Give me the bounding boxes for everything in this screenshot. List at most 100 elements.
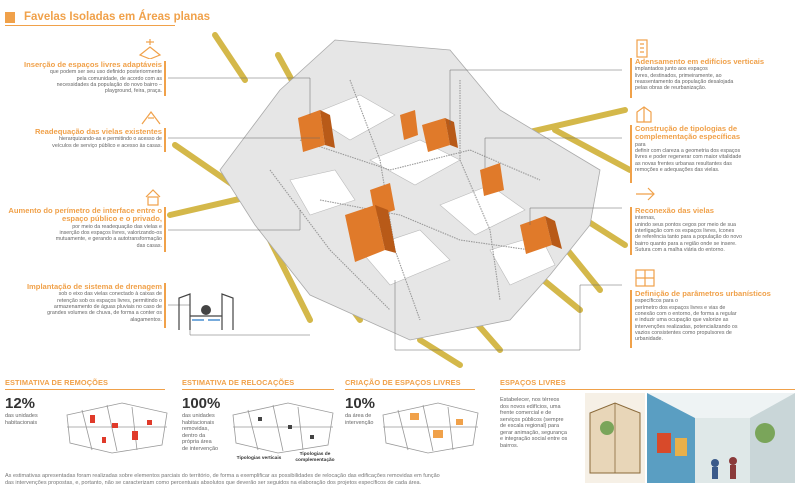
callout-title: Inserção de espaços livres adaptáveis [23, 60, 162, 69]
callout-line: alagamentos. [130, 316, 162, 323]
label-line: Tipologias de [299, 452, 331, 457]
title-row: Favelas Isoladas em Áreas planas [5, 8, 210, 26]
stat-value-relocacoes: 100% [182, 395, 221, 412]
callout-bar [630, 207, 632, 255]
callout-line: playground, feira, praça. [104, 88, 162, 95]
callout-line: reassentamento da população desalojada [635, 79, 734, 85]
callout-line: para [635, 141, 646, 148]
building-icon [636, 39, 648, 58]
callout-line: e induzir uma ocupação que valorize as [635, 317, 729, 324]
stat-line: da área de [345, 413, 372, 419]
espacos-line: Estabelecer, nos térreos [500, 397, 560, 403]
espacos-line: bairros. [500, 442, 519, 449]
callout-vielas: Readequação das vielas existentes hierar… [5, 127, 162, 149]
stat-line: intervenção [345, 419, 374, 426]
callout-line: livres, destinados, primeiramente, ao [635, 72, 722, 79]
typology-icon [636, 106, 652, 123]
callout-drenagem: Implantação de sistema de drenagem sob o… [5, 282, 162, 323]
callout-line: das casas. [136, 242, 162, 249]
stat-line: de intervenção [182, 445, 219, 452]
plan-illustration [167, 32, 630, 368]
callout-line: veículos de serviço público e acesso às … [52, 142, 162, 149]
stat-desc-remocoes: das unidades habitacionais [5, 413, 38, 426]
mini-map-espacos [382, 402, 479, 454]
callout-line: definir com clareza a geometria dos espa… [635, 148, 741, 155]
stat-line: das unidades [182, 413, 215, 419]
mini-map-remocoes [66, 402, 168, 454]
callout-line: interligação com os espaços livres, ícon… [635, 228, 735, 234]
stat-line: das unidades [5, 413, 38, 419]
callout-title: Aumento do perímetro de interface entre … [8, 206, 162, 224]
stat-value-remocoes: 12% [5, 395, 36, 412]
callout-line: mutuamente, e gerando a autotransformaçã… [55, 236, 162, 243]
stat-line: dentro da [182, 432, 206, 439]
stat-title-relocacoes: ESTIMATIVA DE RELOCAÇÕES [182, 378, 295, 387]
callout-title: Readequação das vielas existentes [34, 127, 162, 136]
car-icon [201, 305, 211, 315]
section-underline [500, 389, 795, 390]
stat-desc-relocacoes: das unidades habitacionais removidas, de… [182, 413, 218, 452]
callout-parametros: Definição de parâmetros urbanísticos esp… [635, 289, 795, 343]
stat-title-remocoes: ESTIMATIVA DE REMOÇÕES [5, 378, 109, 387]
stat-line: habitacionais [182, 419, 215, 426]
callout-line: unindo seus pontos cegos por meio de sua [635, 221, 737, 228]
espacos-title: ESPAÇOS LIVRES [500, 378, 566, 387]
callout-adensamento: Adensamento em edifícios verticais impla… [635, 57, 795, 92]
page-title: Favelas Isoladas em Áreas planas [24, 11, 211, 23]
alley-icon [141, 111, 161, 125]
callout-line: hierarquizando-as e permitindo o acesso … [58, 136, 162, 143]
callout-line: livres e poder regenerar com maior vital… [635, 154, 742, 161]
stat-line: habitacionais [5, 419, 38, 426]
espacos-line: dos novos edifícios, uma [500, 403, 561, 410]
removal-marks [90, 415, 152, 443]
stat-title-espacos: CRIAÇÃO DE ESPAÇOS LIVRES [345, 378, 461, 387]
label-tipologias-complementacao: Tipologias de complementação [290, 452, 340, 463]
title-underline [5, 25, 175, 26]
callout-line: pela comunidade, de acordo com as [76, 75, 162, 82]
callout-title: Construção de tipologias de complementaç… [635, 124, 741, 142]
callout-line: vazios consistentes como propulsores de [635, 329, 732, 336]
callout-perimetro: Aumento do perímetro de interface entre … [5, 206, 162, 249]
footnote-line: das intervenções propostas, e, portanto,… [5, 480, 422, 486]
callout-bar [630, 125, 632, 183]
plan-base [219, 39, 601, 341]
callout-espacos-livres: Inserção de espaços livres adaptáveis qu… [5, 60, 162, 95]
callout-title: Implantação de sistema de drenagem [26, 282, 162, 291]
footnote-line: As estimativas apresentadas foram realiz… [5, 473, 440, 479]
stat-line: removidas, [182, 426, 209, 432]
callout-line: grandes volumes de chuva, de forma a con… [47, 310, 162, 317]
espacos-description: Estabelecer, nos térreos dos novos edifí… [500, 397, 585, 449]
mini-map-relocacoes [232, 402, 334, 454]
espacos-line: serviços públicos (sempre [500, 416, 564, 423]
callout-line: específicos para o [635, 298, 678, 305]
street-sketch [585, 393, 795, 483]
callout-bar [164, 207, 166, 252]
section-underline [345, 389, 475, 390]
callout-line: bairro quanto para a região onde se inse… [635, 240, 737, 247]
parameters-icon [635, 269, 655, 287]
callout-line: retenção sob os espaços livres, permitin… [57, 297, 162, 304]
callout-title: Reconexão das vielas [635, 206, 714, 215]
callout-line: inserção dos espaços livres, valorizando… [59, 230, 162, 237]
callout-bar [164, 61, 166, 96]
callout-line: urbanidade. [635, 336, 663, 343]
callout-line: perímetro dos espaços livres e vias de [635, 304, 726, 311]
espacos-line: e integração social entre os [500, 436, 568, 442]
footnote: As estimativas apresentadas foram realiz… [5, 473, 585, 487]
label-line: complementação [295, 457, 335, 463]
callout-tipologias: Construção de tipologias de complementaç… [635, 124, 795, 173]
house-icon [145, 189, 161, 206]
espacos-line: de escala regional) para [500, 423, 560, 429]
callout-line: armazenamento de águas pluviais no caso … [53, 304, 162, 310]
callout-line: Sutura com a malha viária do entorno. [635, 246, 725, 253]
callout-line: intervenções realizadas, potencializando… [635, 323, 738, 330]
stat-desc-espacos: da área de intervenção [345, 413, 373, 426]
leader-lines [168, 69, 622, 351]
callout-line: internas, [635, 215, 656, 222]
callout-bar [164, 128, 166, 152]
buildings [298, 110, 562, 262]
reconnection-icon [636, 187, 655, 201]
callout-title: Adensamento em edifícios verticais [635, 57, 765, 66]
stat-line: própria área [182, 439, 212, 445]
section-underline [5, 389, 165, 390]
